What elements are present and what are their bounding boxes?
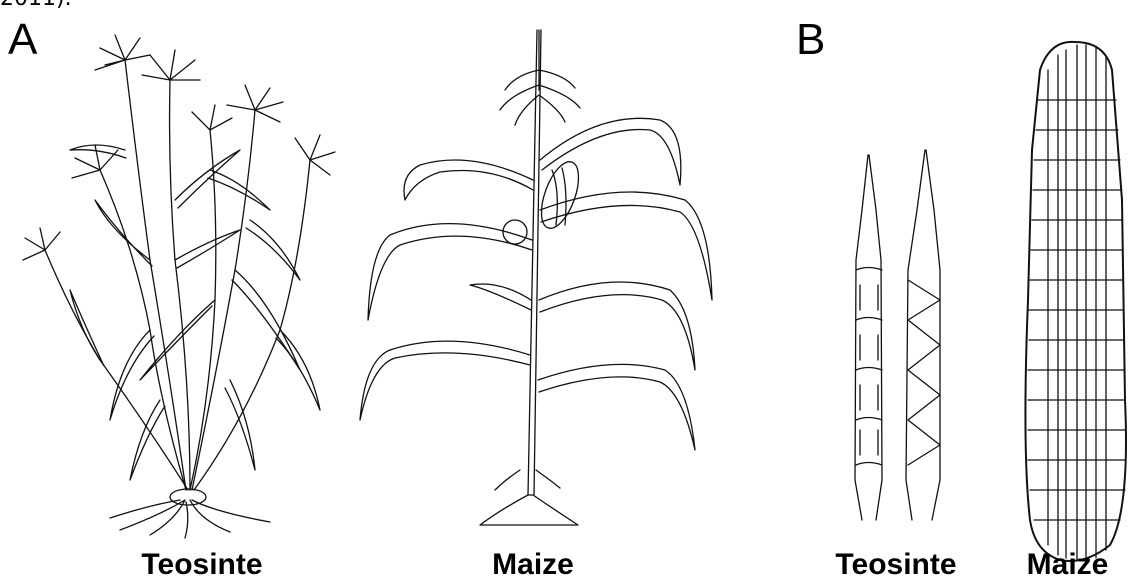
maize-ear-caption: Maize [1000, 550, 1135, 580]
teosinte-ears-illustration [855, 150, 940, 520]
maize-plant-caption: Maize [463, 550, 603, 580]
maize-plant-illustration [360, 30, 712, 525]
teosinte-plant-caption: Teosinte [122, 550, 282, 580]
maize-ear-illustration [1025, 42, 1126, 561]
teosinte-ear-caption: Teosinte [816, 550, 976, 580]
teosinte-plant-illustration [23, 35, 335, 538]
